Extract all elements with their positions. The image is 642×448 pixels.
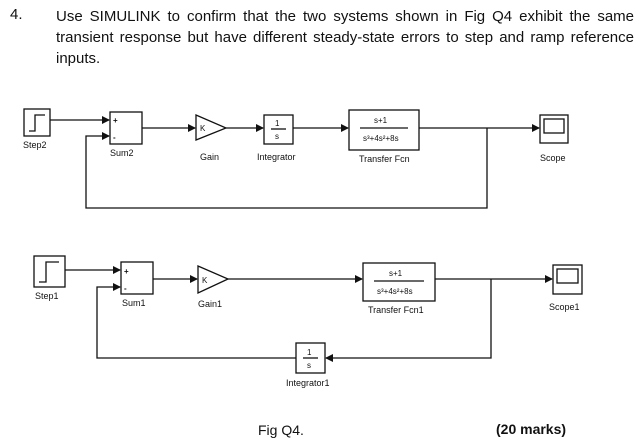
step-block[interactable] [33, 255, 66, 288]
integrator-label: Integrator1 [286, 378, 330, 388]
tf-label: Transfer Fcn1 [368, 305, 424, 315]
sum-plus-sign: + [124, 267, 129, 276]
integrator-denominator: s [275, 132, 279, 141]
gain-label: Gain [200, 152, 219, 162]
tf-numerator: s+1 [374, 116, 388, 125]
sum-minus-sign: - [113, 133, 116, 142]
integrator-label: Integrator [257, 152, 296, 162]
gain-label: Gain1 [198, 299, 222, 309]
step-label: Step1 [35, 291, 59, 301]
transfer-fcn-block[interactable]: s+1 s³+4s²+8s [362, 262, 436, 302]
gain-block[interactable]: K [197, 265, 230, 295]
sum-label: Sum1 [122, 298, 146, 308]
scope-block[interactable] [539, 114, 569, 144]
tf-denominator: s³+4s²+8s [363, 134, 399, 143]
figure-caption: Fig Q4. [258, 422, 304, 438]
tf-denominator: s³+4s²+8s [377, 287, 413, 296]
sum-label: Sum2 [110, 148, 134, 158]
gain-symbol: K [200, 124, 206, 133]
diagram-bottom: Step1 + - Sum1 K Gain1 s+1 s³+4s²+8s Tra… [33, 255, 583, 388]
marks-label: (20 marks) [496, 421, 567, 437]
gain-symbol: K [202, 276, 208, 285]
question-number: 4. [10, 6, 23, 23]
integrator-denominator: s [307, 361, 311, 370]
tf-numerator: s+1 [389, 269, 403, 278]
sum-plus-sign: + [113, 116, 118, 125]
gain-block[interactable]: K [195, 114, 228, 141]
diagram-top: Step2 + - Sum2 K Gain 1 s Integrator s+1… [23, 108, 569, 209]
scope-label: Scope1 [549, 302, 580, 312]
step-block[interactable] [23, 108, 51, 137]
integrator-block[interactable]: 1 s [263, 114, 294, 145]
tf-label: Transfer Fcn [359, 154, 410, 164]
integrator-numerator: 1 [307, 348, 312, 357]
integrator-block[interactable]: 1 s [295, 342, 326, 374]
wire-feedback-bottom [96, 283, 296, 359]
transfer-fcn-block[interactable]: s+1 s³+4s²+8s [348, 109, 420, 151]
wire-feedback-top [85, 128, 488, 209]
integrator-numerator: 1 [275, 119, 280, 128]
question-text: Use SIMULINK to confirm that the two sys… [56, 8, 634, 67]
step-label: Step2 [23, 140, 47, 150]
wire-output-to-integrator [325, 279, 492, 362]
sum-block[interactable]: + - [120, 261, 154, 295]
scope-label: Scope [540, 153, 566, 163]
sum-minus-sign: - [124, 284, 127, 293]
sum-block[interactable]: + - [109, 111, 143, 145]
scope-block[interactable] [552, 264, 583, 295]
